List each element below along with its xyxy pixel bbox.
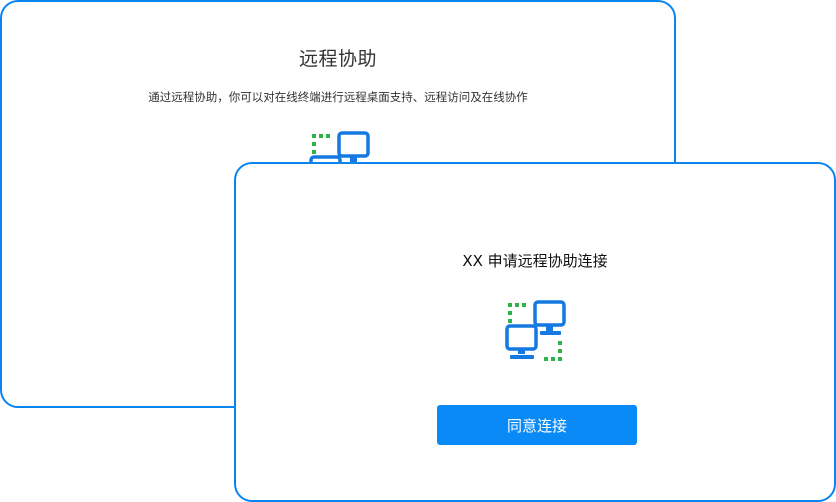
panel-description: 通过远程协助，你可以对在线终端进行远程桌面支持、远程访问及在线协作: [148, 90, 528, 104]
request-title: XX 申请远程协助连接: [462, 252, 608, 270]
connection-request-dialog: XX 申请远程协助连接 同意连接: [234, 162, 836, 502]
panel-title: 远程协助: [298, 48, 377, 70]
agree-connection-button[interactable]: 同意连接: [437, 405, 637, 445]
remote-assist-computers-icon: [505, 300, 566, 361]
